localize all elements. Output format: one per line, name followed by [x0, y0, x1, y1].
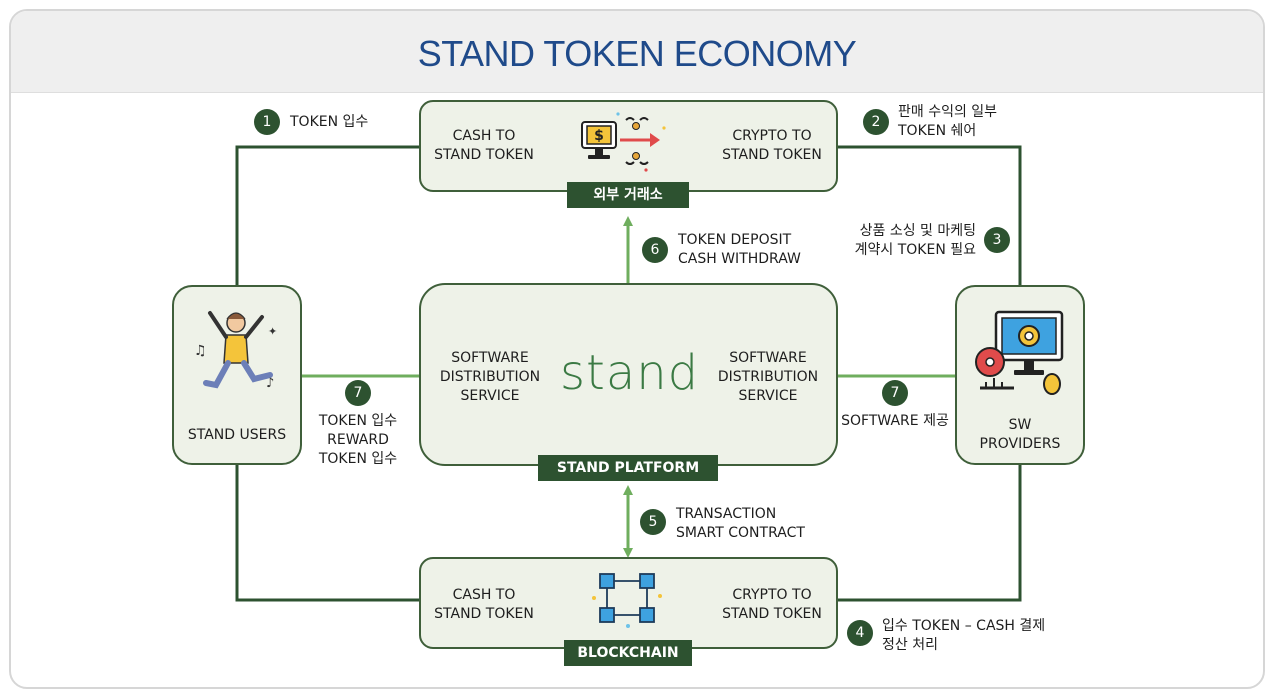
step-3-label: 상품 소싱 및 마케팅 계약시 TOKEN 필요	[854, 223, 976, 258]
step-4-label: 입수 TOKEN – CASH 결제 정산 처리	[882, 618, 1046, 653]
exchange-to-providers-line	[838, 145, 1022, 285]
step-3-badge: 3	[984, 227, 1010, 253]
platform-left-label: SOFTWARE DISTRIBUTION SERVICE	[439, 350, 541, 404]
step-5-badge: 5	[640, 509, 666, 535]
svg-text:♫: ♫	[194, 343, 207, 359]
step-2-badge: 2	[863, 109, 889, 135]
svg-text:$: $	[594, 128, 604, 144]
step-7-users-badge: 7	[345, 380, 371, 406]
step-6-label: TOKEN DEPOSIT CASH WITHDRAW	[678, 232, 801, 267]
title-band: STAND TOKEN ECONOMY	[11, 11, 1263, 93]
blockchain-icon	[592, 573, 662, 628]
step-5-label: TRANSACTION SMART CONTRACT	[676, 506, 805, 541]
stand-logo: stand	[560, 345, 700, 401]
computer-settings-icon	[975, 310, 1064, 395]
svg-text:♪: ♪	[266, 376, 274, 391]
step-4-badge: 4	[847, 620, 873, 646]
exchange-left-label: CASH TO STAND TOKEN	[434, 128, 534, 163]
providers-label: SW PROVIDERS	[979, 417, 1061, 452]
blockchain-left-label: CASH TO STAND TOKEN	[434, 587, 534, 622]
users-label: STAND USERS	[187, 427, 287, 443]
step-1-badge: 1	[254, 109, 280, 135]
step-2-label: 판매 수익의 일부 TOKEN 쉐어	[898, 104, 998, 139]
dancing-person-icon: ♫ ♪ ✦	[194, 311, 277, 391]
platform-right-label: SOFTWARE DISTRIBUTION SERVICE	[717, 350, 819, 404]
money-exchange-icon: $	[581, 112, 666, 172]
users-to-exchange-line	[235, 145, 419, 285]
step-7-users-label: TOKEN 입수 REWARD TOKEN 입수	[318, 413, 398, 467]
step-1-label: TOKEN 입수	[290, 114, 369, 130]
platform-tag: STAND PLATFORM	[538, 455, 718, 481]
connector-lines	[235, 145, 1022, 602]
step-7-providers-label: SOFTWARE 제공	[841, 413, 949, 429]
svg-text:✦: ✦	[268, 325, 277, 338]
exchange-box	[419, 100, 838, 192]
exchange-tag: 외부 거래소	[567, 182, 689, 208]
diagram-title: STAND TOKEN ECONOMY	[417, 33, 857, 74]
platform-box	[419, 283, 838, 466]
blockchain-to-providers-line	[838, 465, 1022, 602]
step-6-badge: 6	[642, 237, 668, 263]
blockchain-tag: BLOCKCHAIN	[564, 640, 692, 666]
step-7-providers-badge: 7	[882, 380, 908, 406]
users-to-blockchain-line	[235, 465, 419, 602]
blockchain-right-label: CRYPTO TO STAND TOKEN	[722, 587, 822, 622]
exchange-right-label: CRYPTO TO STAND TOKEN	[722, 128, 822, 163]
